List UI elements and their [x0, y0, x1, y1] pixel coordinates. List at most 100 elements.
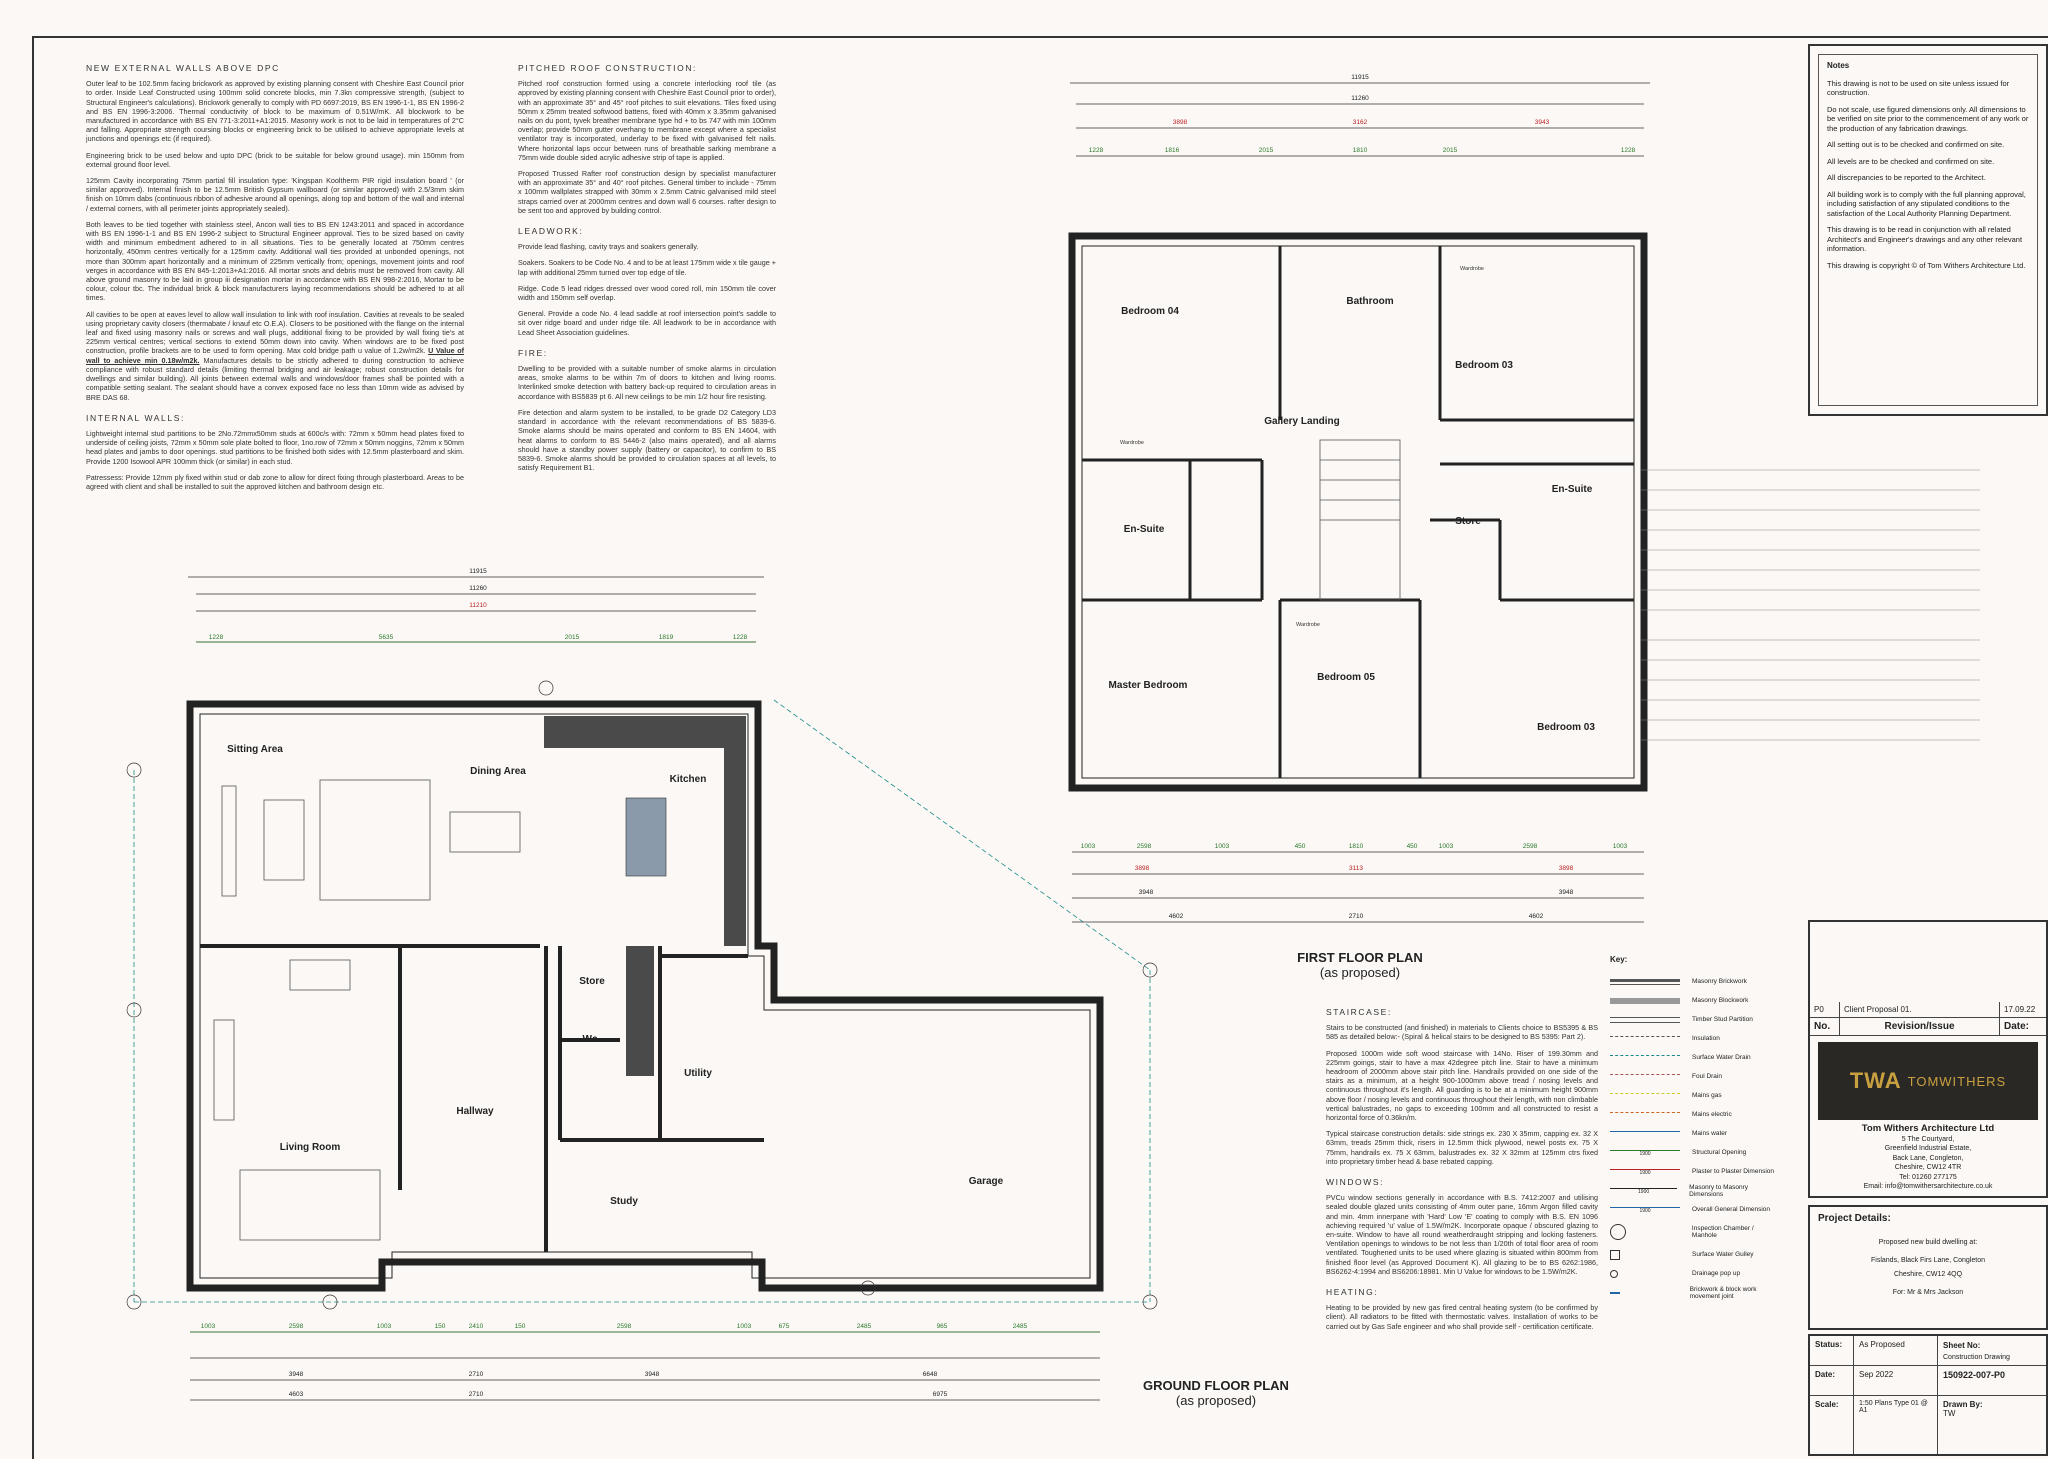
- opening-swatch: 1900: [1610, 1149, 1680, 1157]
- revision-row: P0 Client Proposal 01. 17.09.22: [1810, 1002, 2046, 1018]
- dim-label: 4603: [289, 1391, 304, 1398]
- note-paragraph: Ridge. Code 5 lead ridges dressed over w…: [518, 283, 776, 303]
- key-item: Mains electric: [1610, 1105, 1780, 1124]
- dim-label: 2598: [289, 1323, 304, 1330]
- room-label-sitting: Sitting Area: [227, 744, 283, 755]
- dim-label: 1003: [1613, 843, 1628, 850]
- key-item: Foul Drain: [1610, 1067, 1780, 1086]
- key-item: Surface Water Drain: [1610, 1048, 1780, 1067]
- note-paragraph: Patressess: Provide 12mm ply fixed withi…: [86, 472, 464, 491]
- heading-external-walls: NEW EXTERNAL WALLS ABOVE DPC: [86, 63, 280, 73]
- dim-label: 11915: [1351, 74, 1369, 81]
- note-paragraph: Outer leaf to be 102.5mm facing brickwor…: [86, 79, 464, 144]
- first-floor-plan: 11915 11260 3898 3162 3943 1228 1816 201…: [1068, 74, 1980, 923]
- heading-roof: PITCHED ROOF CONSTRUCTION:: [518, 63, 698, 73]
- room-label-en-suite: En-Suite: [1552, 484, 1593, 495]
- room-label-bedroom-04: Bedroom 04: [1121, 306, 1179, 317]
- surface-water-swatch: [1610, 1054, 1680, 1061]
- electric-swatch: [1610, 1111, 1680, 1118]
- u-value-highlight: U Value of wall to achieve min 0.18w/m2k…: [86, 346, 464, 365]
- note-item: This drawing is to be read in conjunctio…: [1827, 225, 2023, 253]
- dim-label: 6648: [923, 1371, 938, 1378]
- room-label-hallway: Hallway: [456, 1106, 494, 1117]
- dim-label: 2485: [857, 1323, 872, 1330]
- key-title: Key:: [1610, 955, 1628, 964]
- masonry-swatch: [1610, 978, 1680, 985]
- utility-counter: [626, 946, 654, 1076]
- note-paragraph: Soakers. Soakers to be Code No. 4 and to…: [518, 258, 776, 277]
- dim-label: 3898: [1135, 865, 1150, 872]
- key-item: Masonry Brickwork: [1610, 972, 1780, 991]
- dim-label: 2015: [1443, 147, 1458, 154]
- kitchen-island: [625, 797, 667, 877]
- note-paragraph: All cavities to be open at eaves level t…: [86, 309, 465, 402]
- kitchen-counter: [544, 716, 746, 946]
- notes-title: Notes: [1827, 61, 1850, 70]
- room-label-living: Living Room: [280, 1142, 341, 1153]
- room-label-garage: Garage: [969, 1176, 1004, 1187]
- note-paragraph: Stairs to be constructed (and finished) …: [1326, 1023, 1598, 1042]
- room-label-bathroom: Bathroom: [1346, 296, 1393, 307]
- blockwork-swatch: [1610, 997, 1680, 1004]
- dim-label: 1810: [1349, 843, 1364, 850]
- key-item: Masonry Blockwork: [1610, 991, 1780, 1010]
- room-label-store: Store: [1455, 516, 1481, 527]
- dim-label: 2598: [617, 1323, 632, 1330]
- dim-label: 5635: [379, 634, 394, 641]
- dim-label: 6975: [933, 1391, 948, 1398]
- dim-label: 3113: [1349, 865, 1363, 872]
- dim-label: 1003: [1215, 843, 1230, 850]
- dim-label: 3948: [645, 1371, 660, 1378]
- water-swatch: [1610, 1130, 1680, 1137]
- manhole-icon: [1610, 1224, 1626, 1240]
- notes-box: Notes This drawing is not to be used on …: [1808, 44, 2048, 416]
- key-legend: Key: Masonry Brickwork Masonry Blockwork…: [1610, 955, 1780, 1302]
- note-paragraph: Fire detection and alarm system to be in…: [518, 407, 776, 473]
- dim-label: 2598: [1523, 843, 1538, 850]
- note-item: All levels are to be checked and confirm…: [1827, 156, 1995, 166]
- dim-label: 1228: [1089, 147, 1104, 154]
- drawing-sheet-border: [32, 36, 2048, 1459]
- room-label-en-suite: En-Suite: [1124, 524, 1165, 535]
- room-label-wardrobe: Wardrobe: [1120, 440, 1144, 446]
- dim-label: 450: [1407, 843, 1418, 850]
- dim-label: 11210: [469, 602, 487, 609]
- note-item: This drawing is not to be used on site u…: [1827, 78, 2010, 98]
- dim-label: 11260: [1351, 95, 1369, 102]
- key-item: Brickwork & block work movement joint: [1610, 1283, 1780, 1302]
- room-label-bedroom-05: Bedroom 05: [1317, 672, 1375, 683]
- notes-left-column: NEW EXTERNAL WALLS ABOVE DPC Outer leaf …: [86, 52, 464, 498]
- dim-label: 1810: [1353, 147, 1368, 154]
- dim-label: 1816: [1165, 147, 1180, 154]
- dim-label: 1228: [1621, 147, 1636, 154]
- pop-up-icon: [1610, 1269, 1618, 1278]
- note-item: All building work is to comply with the …: [1827, 189, 2026, 218]
- note-item: All discrepancies to be reported to the …: [1827, 173, 1986, 182]
- note-item: This drawing is copyright © of Tom Withe…: [1827, 260, 2026, 270]
- status-block: Status: As Proposed Sheet No:Constructio…: [1808, 1334, 2048, 1456]
- overall-dim-swatch: 1900: [1610, 1206, 1680, 1214]
- ground-floor-plan: 11915 11260 11210 1228 5635 2015 1819 12…: [126, 568, 1158, 1401]
- date-row: Date: Sep 2022 150922-007-P0: [1810, 1366, 2046, 1396]
- dim-label: 2410: [469, 1323, 484, 1330]
- note-item: All setting out is to be checked and con…: [1827, 140, 2005, 149]
- dim-label: 1003: [377, 1323, 392, 1330]
- dim-label: 4602: [1529, 913, 1544, 920]
- room-label-wardrobe: Wardrobe: [1296, 622, 1320, 628]
- scale-row: Scale: 1:50 Plans Type 01 @ A1 Drawn By:…: [1810, 1396, 2046, 1454]
- dim-label: 1003: [1439, 843, 1454, 850]
- dim-label: 3943: [1535, 119, 1550, 126]
- gas-swatch: [1610, 1092, 1680, 1099]
- note-paragraph: Heating to be provided by new gas fired …: [1326, 1303, 1598, 1331]
- movement-joint-icon: [1610, 1291, 1620, 1294]
- dim-label: 3948: [289, 1371, 304, 1378]
- project-details: Project Details: Proposed new build dwel…: [1808, 1205, 2048, 1330]
- room-label-wc: Wc: [583, 1034, 598, 1045]
- dim-label: 2015: [565, 634, 580, 641]
- key-item: Insulation: [1610, 1029, 1780, 1048]
